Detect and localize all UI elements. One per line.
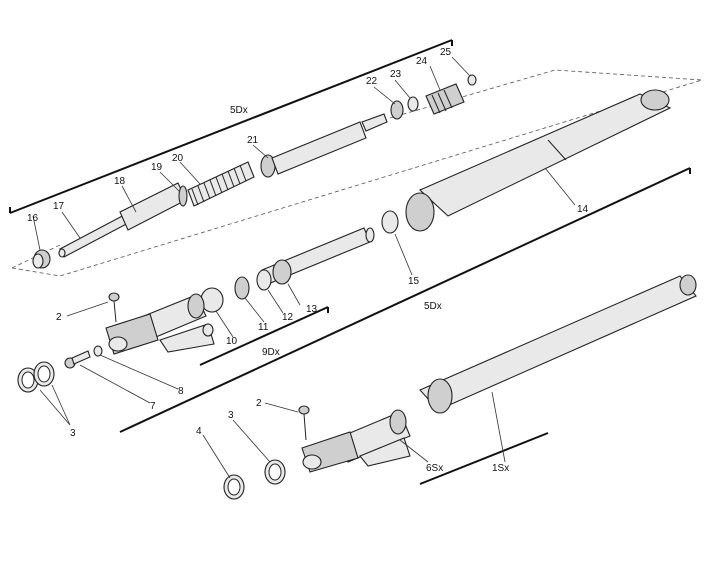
part-16-nut (32, 249, 51, 269)
part-4-clamp (223, 474, 245, 500)
part-14-outer-tube (419, 93, 672, 217)
cartridge-assembly (32, 74, 477, 269)
bracket-1sx (419, 432, 549, 485)
label-5dx-mid: 5Dx (424, 301, 442, 312)
part-23-oring (407, 96, 419, 112)
part-19-washer (178, 185, 188, 207)
label-24: 24 (416, 56, 428, 67)
label-7: 7 (150, 401, 156, 412)
label-25: 25 (440, 47, 452, 58)
part-7-bolt (64, 350, 91, 369)
label-2a: 2 (56, 312, 62, 323)
label-13: 13 (306, 304, 318, 315)
label-11: 11 (258, 322, 269, 333)
label-5dx-top: 5Dx (230, 105, 248, 116)
right-leg-assembly (17, 89, 672, 393)
bracket-5dx-mid (119, 167, 691, 433)
label-22: 22 (366, 76, 378, 87)
label-18: 18 (114, 176, 126, 187)
label-3b: 3 (228, 410, 234, 421)
label-14: 14 (577, 204, 589, 215)
left-leg-assembly (223, 274, 697, 500)
label-3a: 3 (70, 428, 76, 439)
label-21: 21 (247, 135, 259, 146)
label-1sx: 1Sx (492, 463, 509, 474)
part-12-ring (256, 269, 272, 291)
label-19: 19 (151, 162, 163, 173)
part-13-ring (272, 259, 292, 285)
bracket-5dx-top (9, 39, 453, 214)
label-16: 16 (27, 213, 39, 224)
part-3-clamps-left (17, 361, 55, 393)
label-8: 8 (178, 386, 184, 397)
part-labels: 5Dx 16 17 18 19 20 21 22 23 24 25 14 15 … (27, 47, 589, 474)
part-2-bolt-bottom (298, 405, 310, 441)
bracket-9dx (199, 306, 329, 366)
label-12: 12 (282, 312, 294, 323)
label-20: 20 (172, 153, 184, 164)
label-10: 10 (226, 336, 238, 347)
label-17: 17 (53, 201, 65, 212)
part-21-rod (271, 121, 367, 175)
part-1sx-outer-tube (419, 275, 697, 411)
part-8-washer (93, 345, 103, 357)
part-24-cap (425, 83, 465, 115)
part-25-ring (467, 74, 477, 86)
label-9dx: 9Dx (262, 347, 280, 358)
dashed-outline (11, 69, 703, 277)
label-6sx: 6Sx (426, 463, 443, 474)
leader-lines (32, 56, 576, 479)
label-4: 4 (196, 426, 202, 437)
part-20-spring (187, 161, 255, 207)
label-2b: 2 (256, 398, 262, 409)
label-23: 23 (390, 69, 402, 80)
part-18-tube (119, 182, 187, 231)
part-2-bolt-top (108, 292, 120, 323)
label-15: 15 (408, 276, 420, 287)
part-15-bush (381, 210, 399, 234)
caliper-bracket (159, 323, 215, 353)
part-22-bush (390, 100, 404, 120)
part-3-clamp-bottom (264, 459, 286, 485)
part-11-ring (234, 276, 250, 300)
